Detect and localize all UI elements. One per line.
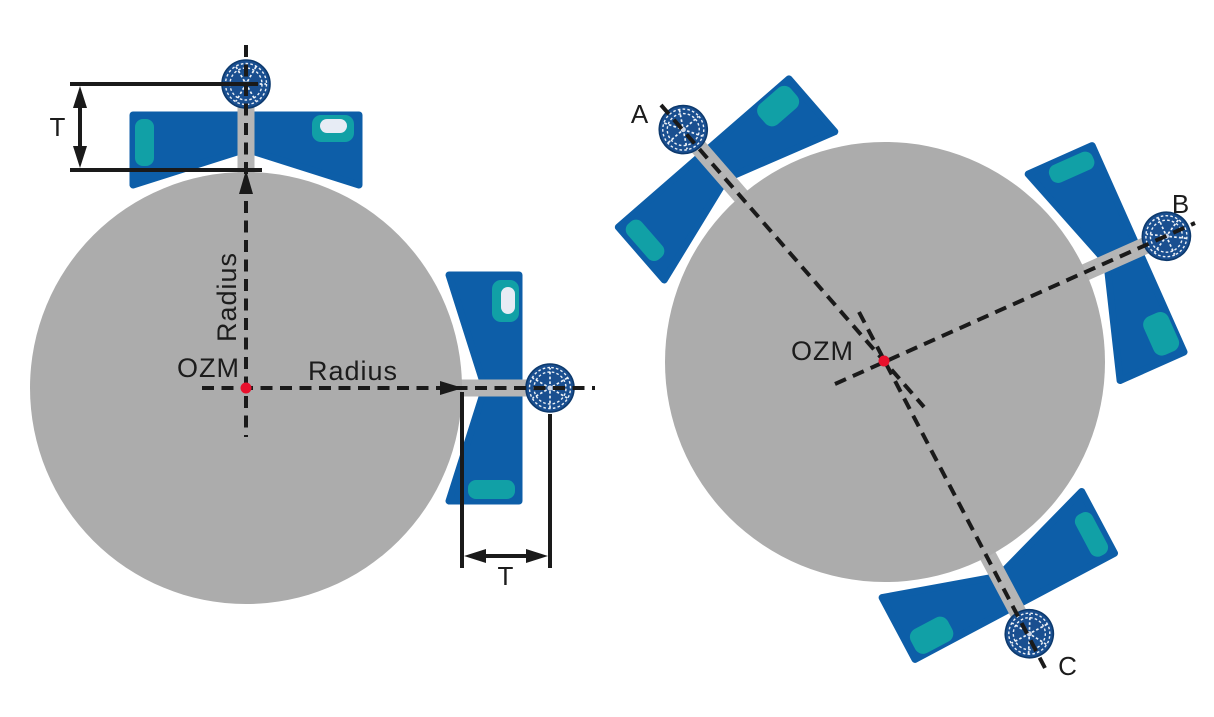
sensor-b-axis-line: [834, 221, 1196, 386]
thickness-label-right: T: [498, 561, 515, 591]
center-point-left: [240, 382, 252, 394]
right-diagram: OZM A B C: [582, 37, 1214, 708]
sensor-c-axis-line: [857, 311, 1047, 669]
radius-label-horizontal: Radius: [308, 356, 398, 386]
sensor-c-label: C: [1058, 651, 1078, 681]
radius-label-vertical: Radius: [212, 252, 242, 342]
ozm-label-right: OZM: [791, 336, 854, 366]
ozm-label-left: OZM: [177, 353, 240, 383]
thickness-dimension-top: [70, 82, 262, 172]
thickness-dimension-right: [460, 392, 552, 568]
radius-arrowhead-right: [440, 381, 463, 395]
center-point-right: [878, 355, 890, 367]
sensor-a-label: A: [631, 99, 649, 129]
thickness-label-top: T: [50, 112, 67, 142]
sensor-b-label: B: [1172, 189, 1190, 219]
left-diagram: OZM Radius Radius T T: [30, 45, 595, 604]
radius-arrowhead-up: [239, 170, 253, 194]
